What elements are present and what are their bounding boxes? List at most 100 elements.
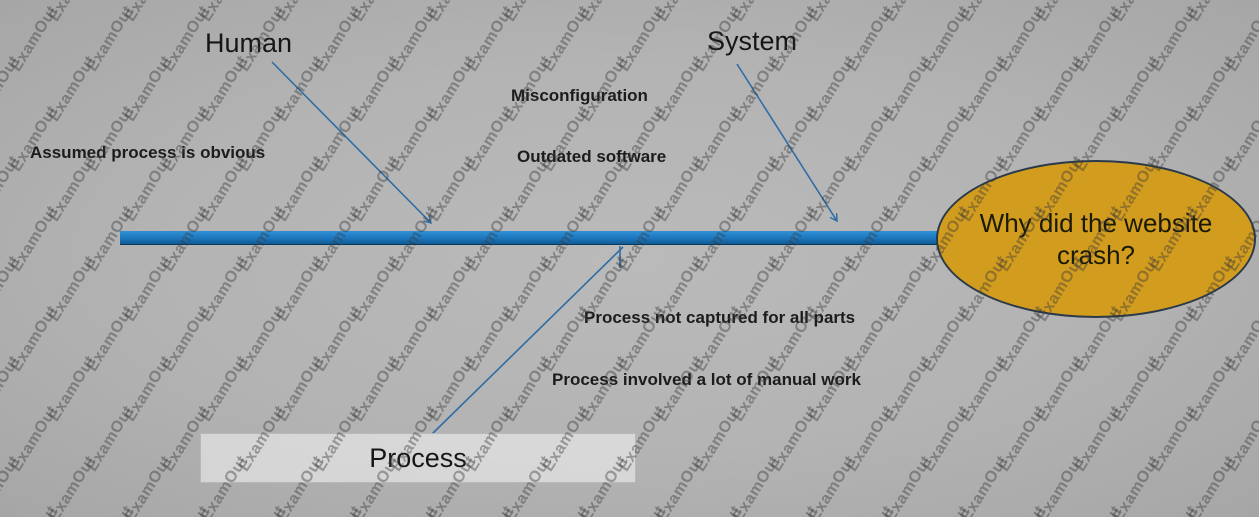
- watermark-text: ExamOut: [1147, 2, 1202, 75]
- watermark-text: ExamOut: [919, 402, 974, 475]
- watermark-text: ExamOut: [198, 0, 252, 25]
- watermark-text: ExamOut: [957, 352, 1012, 425]
- watermark-text: ExamOut: [844, 503, 898, 517]
- watermark-text: ExamOut: [843, 2, 898, 75]
- watermark-text: ExamOut: [197, 152, 252, 225]
- watermark-text: ExamOut: [83, 302, 138, 375]
- watermark-text: ExamOut: [311, 2, 366, 75]
- watermark-text: ExamOut: [692, 503, 746, 517]
- watermark-text: ExamOut: [121, 452, 176, 517]
- watermark-text: ExamOut: [388, 503, 442, 517]
- watermark-text: ExamOut: [46, 0, 100, 25]
- watermark-text: ExamOut: [273, 352, 328, 425]
- branch-label-system: System: [707, 26, 798, 56]
- watermark-text: ExamOut: [1223, 302, 1259, 375]
- watermark-text: ExamOut: [881, 352, 936, 425]
- watermark-text: ExamOut: [1033, 352, 1088, 425]
- watermark-text: ExamOut: [1072, 503, 1126, 517]
- watermark-text: ExamOut: [691, 402, 746, 475]
- cause-outdated-software: Outdated software: [517, 147, 667, 166]
- watermark-text: ExamOut: [881, 452, 936, 517]
- spine-arrow: [120, 231, 938, 245]
- watermark-text: ExamOut: [1034, 0, 1088, 25]
- watermark-text: ExamOut: [236, 503, 290, 517]
- watermark-text: ExamOut: [729, 452, 784, 517]
- watermark-text: ExamOut: [235, 302, 290, 375]
- watermark-text: ExamOut: [425, 52, 480, 125]
- watermark-text: ExamOut: [1147, 302, 1202, 375]
- watermark-text: ExamOut: [882, 0, 936, 25]
- watermark-text: ExamOut: [616, 503, 670, 517]
- branch-label-process: Process: [369, 442, 467, 473]
- cause-process-not-captured: Process not captured for all parts: [584, 308, 856, 327]
- watermark-text: ExamOut: [540, 503, 594, 517]
- watermark-text: ExamOut: [83, 2, 138, 75]
- watermark-text: ExamOut: [957, 452, 1012, 517]
- watermark-text: ExamOut: [349, 352, 404, 425]
- watermark-text: ExamOut: [121, 152, 176, 225]
- watermark-text: ExamOut: [920, 503, 974, 517]
- watermark-text: ExamOut: [197, 352, 252, 425]
- watermark-text: ExamOut: [425, 152, 480, 225]
- watermark-text: ExamOut: [349, 252, 404, 325]
- watermark-text: ExamOut: [805, 152, 860, 225]
- watermark-text: ExamOut: [83, 402, 138, 475]
- watermark-text: ExamOut: [578, 0, 632, 25]
- watermark-text: ExamOut: [274, 0, 328, 25]
- watermark-text: ExamOut: [995, 2, 1050, 75]
- watermark-text: ExamOut: [1109, 352, 1164, 425]
- watermark-text: ExamOut: [7, 202, 62, 275]
- watermark-text: ExamOut: [539, 2, 594, 75]
- watermark-text: ExamOut: [1109, 52, 1164, 125]
- watermark-text: ExamOut: [463, 2, 518, 75]
- watermark-text: ExamOut: [349, 52, 404, 125]
- watermark-text: ExamOut: [768, 503, 822, 517]
- watermark-text: ExamOut: [653, 52, 708, 125]
- watermark-text: ExamOut: [121, 252, 176, 325]
- watermark-text: ExamOut: [7, 302, 62, 375]
- watermark-text: ExamOut: [273, 252, 328, 325]
- watermark-text: ExamOut: [273, 152, 328, 225]
- watermark-text: ExamOut: [121, 52, 176, 125]
- watermark-text: ExamOut: [160, 503, 214, 517]
- watermark-text: ExamOut: [881, 152, 936, 225]
- watermark-text: ExamOut: [729, 152, 784, 225]
- watermark-text: ExamOut: [729, 52, 784, 125]
- effect-ellipse: Why did the website crash?: [936, 160, 1256, 318]
- effect-label: Why did the website crash?: [979, 207, 1213, 271]
- watermark-text: ExamOut: [730, 0, 784, 25]
- watermark-text: ExamOut: [311, 302, 366, 375]
- watermark-text: ExamOut: [843, 102, 898, 175]
- watermark-text: ExamOut: [1110, 0, 1164, 25]
- watermark-text: ExamOut: [919, 102, 974, 175]
- watermark-text: ExamOut: [387, 2, 442, 75]
- watermark-text: ExamOut: [464, 503, 518, 517]
- watermark-text: ExamOut: [0, 352, 24, 425]
- watermark-text: ExamOut: [654, 0, 708, 25]
- watermark-text: ExamOut: [767, 102, 822, 175]
- watermark-text: ExamOut: [0, 152, 24, 225]
- watermark-text: ExamOut: [767, 402, 822, 475]
- watermark-text: ExamOut: [995, 402, 1050, 475]
- watermark-text: ExamOut: [805, 452, 860, 517]
- watermark-text: ExamOut: [463, 102, 518, 175]
- watermark-text: ExamOut: [1224, 503, 1259, 517]
- watermark-text: ExamOut: [1223, 402, 1259, 475]
- watermark-text: ExamOut: [1071, 2, 1126, 75]
- process-category-box: Process: [200, 433, 636, 483]
- watermark-text: ExamOut: [1185, 352, 1240, 425]
- watermark-text: ExamOut: [0, 0, 24, 25]
- watermark-text: ExamOut: [122, 0, 176, 25]
- cause-assumed-process-obvious: Assumed process is obvious: [30, 143, 266, 162]
- watermark-text: ExamOut: [197, 252, 252, 325]
- watermark-text: ExamOut: [919, 302, 974, 375]
- human-branch-line: [271, 61, 431, 223]
- watermark-text: ExamOut: [387, 302, 442, 375]
- watermark-text: ExamOut: [45, 52, 100, 125]
- watermark-text: ExamOut: [45, 252, 100, 325]
- watermark-text: ExamOut: [1033, 452, 1088, 517]
- watermark-text: ExamOut: [653, 452, 708, 517]
- watermark-text: ExamOut: [235, 102, 290, 175]
- watermark-text: ExamOut: [45, 452, 100, 517]
- watermark-text: ExamOut: [501, 352, 556, 425]
